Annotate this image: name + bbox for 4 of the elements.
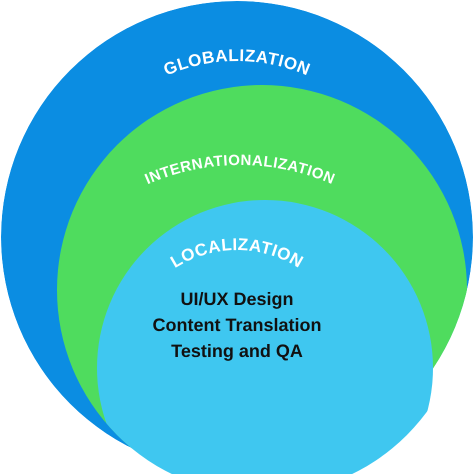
activity-text: UI/UX Design (179, 289, 295, 310)
activity-text: Testing and QA (170, 341, 304, 362)
circle-heading: GLOBALIZATION (160, 46, 314, 80)
activity-text: Content Translation (151, 315, 322, 336)
